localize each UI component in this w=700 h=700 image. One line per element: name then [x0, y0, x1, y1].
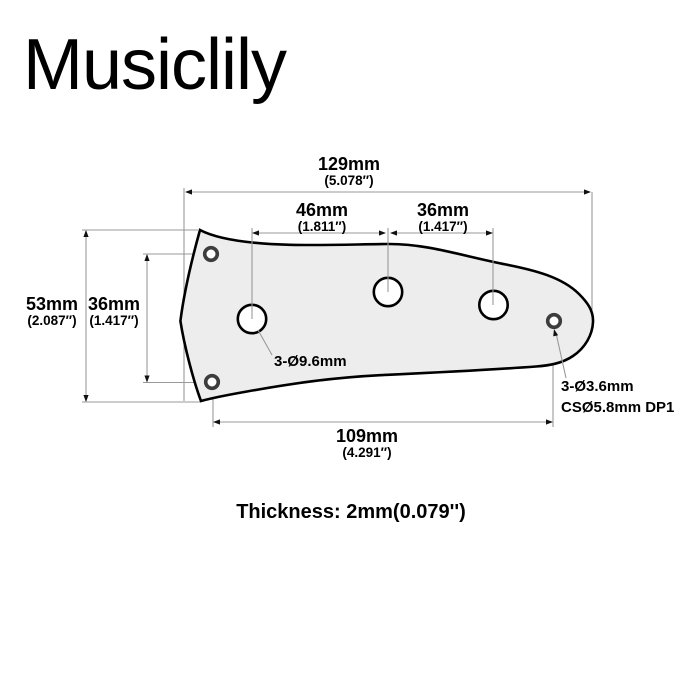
label-screw-span-h: 109mm (4.291″) — [336, 427, 398, 460]
arrow-right-icon — [546, 419, 553, 425]
label-total-height: 53mm (2.087″) — [26, 295, 78, 328]
label-screw-span-h-inch: (4.291″) — [342, 445, 392, 460]
leader-screw-callout — [553, 329, 567, 379]
dim-line-total-width — [185, 189, 591, 195]
callout-screw-holes: 3-Ø3.6mm CSØ5.8mm DP1 — [561, 377, 674, 418]
leader-pot-callout — [257, 329, 273, 356]
label-pot-span-1: 46mm (1.811″) — [296, 201, 348, 234]
dim-line-pot-span-2 — [390, 230, 493, 236]
arrow-up-icon — [83, 230, 89, 237]
label-total-height-mm: 53mm — [25, 294, 79, 314]
arrow-right-icon — [584, 189, 591, 195]
arrow-left-icon — [185, 189, 192, 195]
label-pot-span-2: 36mm (1.417″) — [417, 201, 469, 234]
label-screw-span-v-mm: 36mm — [87, 294, 141, 314]
arrow-right-icon — [379, 230, 386, 236]
dim-line-total-height — [83, 230, 89, 402]
label-total-height-inch: (2.087″) — [27, 313, 77, 328]
arrow-right-icon — [486, 230, 493, 236]
label-total-width: 129mm (5.078″) — [318, 155, 380, 188]
dim-line-screw-span-v — [144, 254, 150, 383]
label-pot-span-1-mm: 46mm — [295, 200, 349, 220]
screw-hole-right — [545, 312, 563, 330]
callout-screw-holes-line2: CSØ5.8mm DP1 — [561, 398, 675, 416]
arrow-down-icon — [83, 395, 89, 402]
arrow-down-icon — [144, 375, 150, 383]
callout-pot-holes: 3-Ø9.6mm — [274, 353, 347, 370]
label-total-width-inch: (5.078″) — [324, 173, 374, 188]
label-pot-span-1-inch: (1.811″) — [297, 219, 347, 234]
leader-line — [555, 332, 567, 379]
label-total-width-mm: 129mm — [317, 154, 381, 174]
label-screw-span-v-inch: (1.417″) — [89, 313, 139, 328]
screw-hole-bottom-left — [203, 373, 221, 391]
label-pot-span-2-inch: (1.417″) — [418, 219, 468, 234]
label-screw-span-h-mm: 109mm — [335, 426, 399, 446]
screw-hole-top-left — [202, 245, 220, 263]
label-screw-span-v: 36mm (1.417″) — [88, 295, 140, 328]
arrow-left-icon — [213, 419, 220, 425]
arrow-left-icon — [252, 230, 259, 236]
callout-screw-holes-line1: 3-Ø3.6mm — [561, 378, 634, 395]
dim-line-pot-span-1 — [252, 230, 386, 236]
dim-line-screw-span-h — [213, 419, 553, 425]
arrow-up-left-icon — [553, 329, 559, 337]
arrow-up-icon — [144, 254, 150, 261]
arrow-left-icon — [390, 230, 397, 236]
label-pot-span-2-mm: 36mm — [416, 200, 470, 220]
brand-logo: Musiclily — [23, 25, 287, 105]
thickness-note: Thickness: 2mm(0.079'') — [236, 501, 466, 523]
